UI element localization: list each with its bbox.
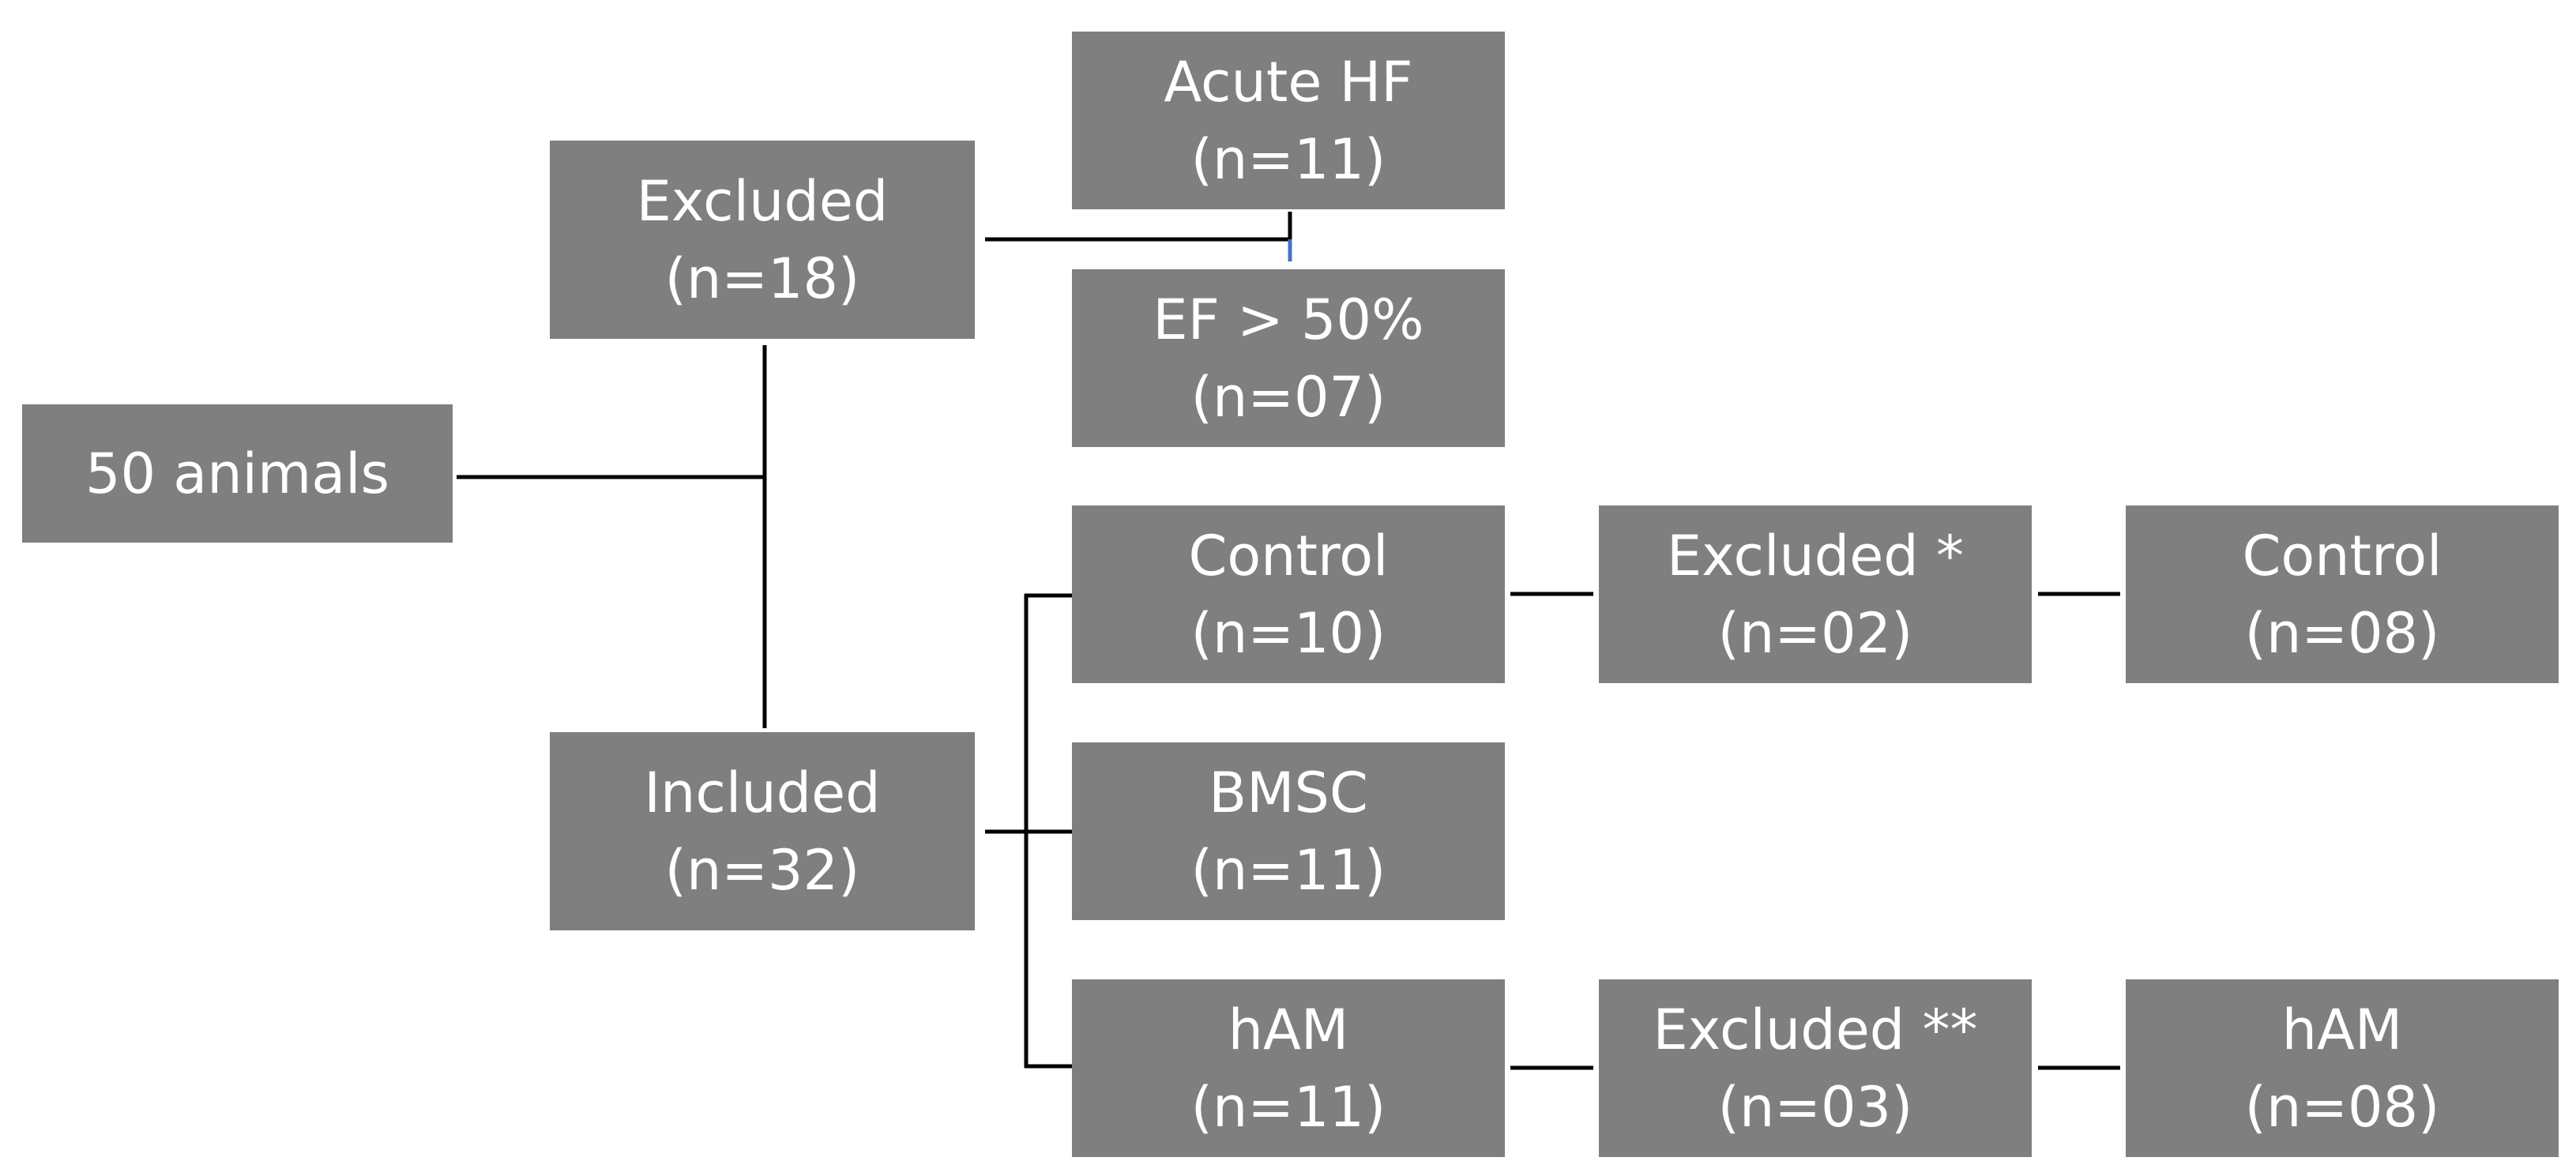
box-excluded-control: Excluded * (n=02) <box>1599 505 2032 683</box>
box-count: (n=32) <box>664 837 860 903</box>
box-count: (n=10) <box>1190 600 1386 666</box>
box-count: (n=02) <box>1717 600 1913 666</box>
box-acute-hf: Acute HF (n=11) <box>1072 32 1505 209</box>
box-excluded: Excluded (n=18) <box>550 141 975 339</box>
box-count: (n=11) <box>1190 1074 1386 1140</box>
box-final-control: Control (n=08) <box>2126 505 2559 683</box>
box-count: (n=08) <box>2244 1074 2440 1140</box>
box-label: EF > 50% <box>1153 287 1424 352</box>
box-50-animals: 50 animals <box>22 404 453 543</box>
box-label: Acute HF <box>1164 49 1413 115</box>
box-label: hAM <box>2281 997 2403 1062</box>
box-bmsc: BMSC (n=11) <box>1072 742 1505 920</box>
box-count: (n=11) <box>1190 837 1386 903</box>
box-count: (n=07) <box>1190 364 1386 430</box>
box-label: 50 animals <box>85 441 390 506</box>
box-label: Excluded * <box>1667 523 1964 588</box>
box-ham: hAM (n=11) <box>1072 979 1505 1157</box>
box-count: (n=11) <box>1190 126 1386 192</box>
box-count: (n=18) <box>664 246 860 311</box>
box-label: Excluded ** <box>1653 997 1978 1062</box>
box-label: Control <box>2242 523 2442 588</box>
box-count: (n=03) <box>1717 1074 1913 1140</box>
box-label: Included <box>644 760 881 825</box>
box-included: Included (n=32) <box>550 732 975 930</box>
box-final-ham: hAM (n=08) <box>2126 979 2559 1157</box>
box-label: BMSC <box>1209 760 1368 825</box>
box-excluded-ham: Excluded ** (n=03) <box>1599 979 2032 1157</box>
box-ef-over-50: EF > 50% (n=07) <box>1072 269 1505 447</box>
box-label: hAM <box>1228 997 1349 1062</box>
box-label: Control <box>1188 523 1389 588</box>
box-count: (n=08) <box>2244 600 2440 666</box>
box-label: Excluded <box>636 168 889 234</box>
box-control: Control (n=10) <box>1072 505 1505 683</box>
